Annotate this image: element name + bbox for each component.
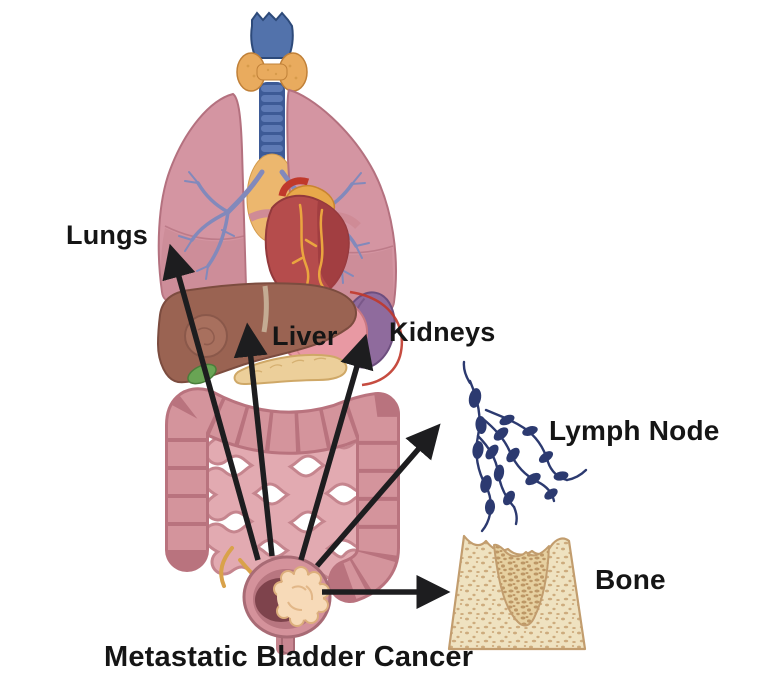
arrow-to-lungs — [162, 243, 261, 561]
large-intestine-illustration — [165, 387, 400, 603]
arrow-to-kidneys — [298, 333, 374, 561]
larynx-trachea — [250, 11, 294, 174]
pancreas-illustration — [233, 353, 348, 386]
label-lymph-node: Lymph Node — [549, 415, 720, 446]
bladder-illustration — [242, 555, 332, 655]
label-kidneys: Kidneys — [389, 317, 496, 347]
arrow-to-lymph-node — [314, 423, 441, 568]
bone-illustration — [447, 534, 587, 651]
label-liver: Liver — [272, 321, 338, 351]
small-intestine-illustration — [202, 430, 376, 583]
label-bone: Bone — [595, 564, 666, 595]
lymph-node-illustration — [462, 360, 588, 533]
thyroid-gland — [236, 52, 308, 92]
diagram-title: Metastatic Bladder Cancer — [104, 641, 474, 673]
metastasis-arrows — [162, 243, 451, 610]
splenic-artery — [349, 290, 404, 387]
arrow-to-liver — [233, 322, 275, 557]
bladder-tumor — [273, 566, 330, 627]
label-lungs: Lungs — [66, 220, 148, 250]
